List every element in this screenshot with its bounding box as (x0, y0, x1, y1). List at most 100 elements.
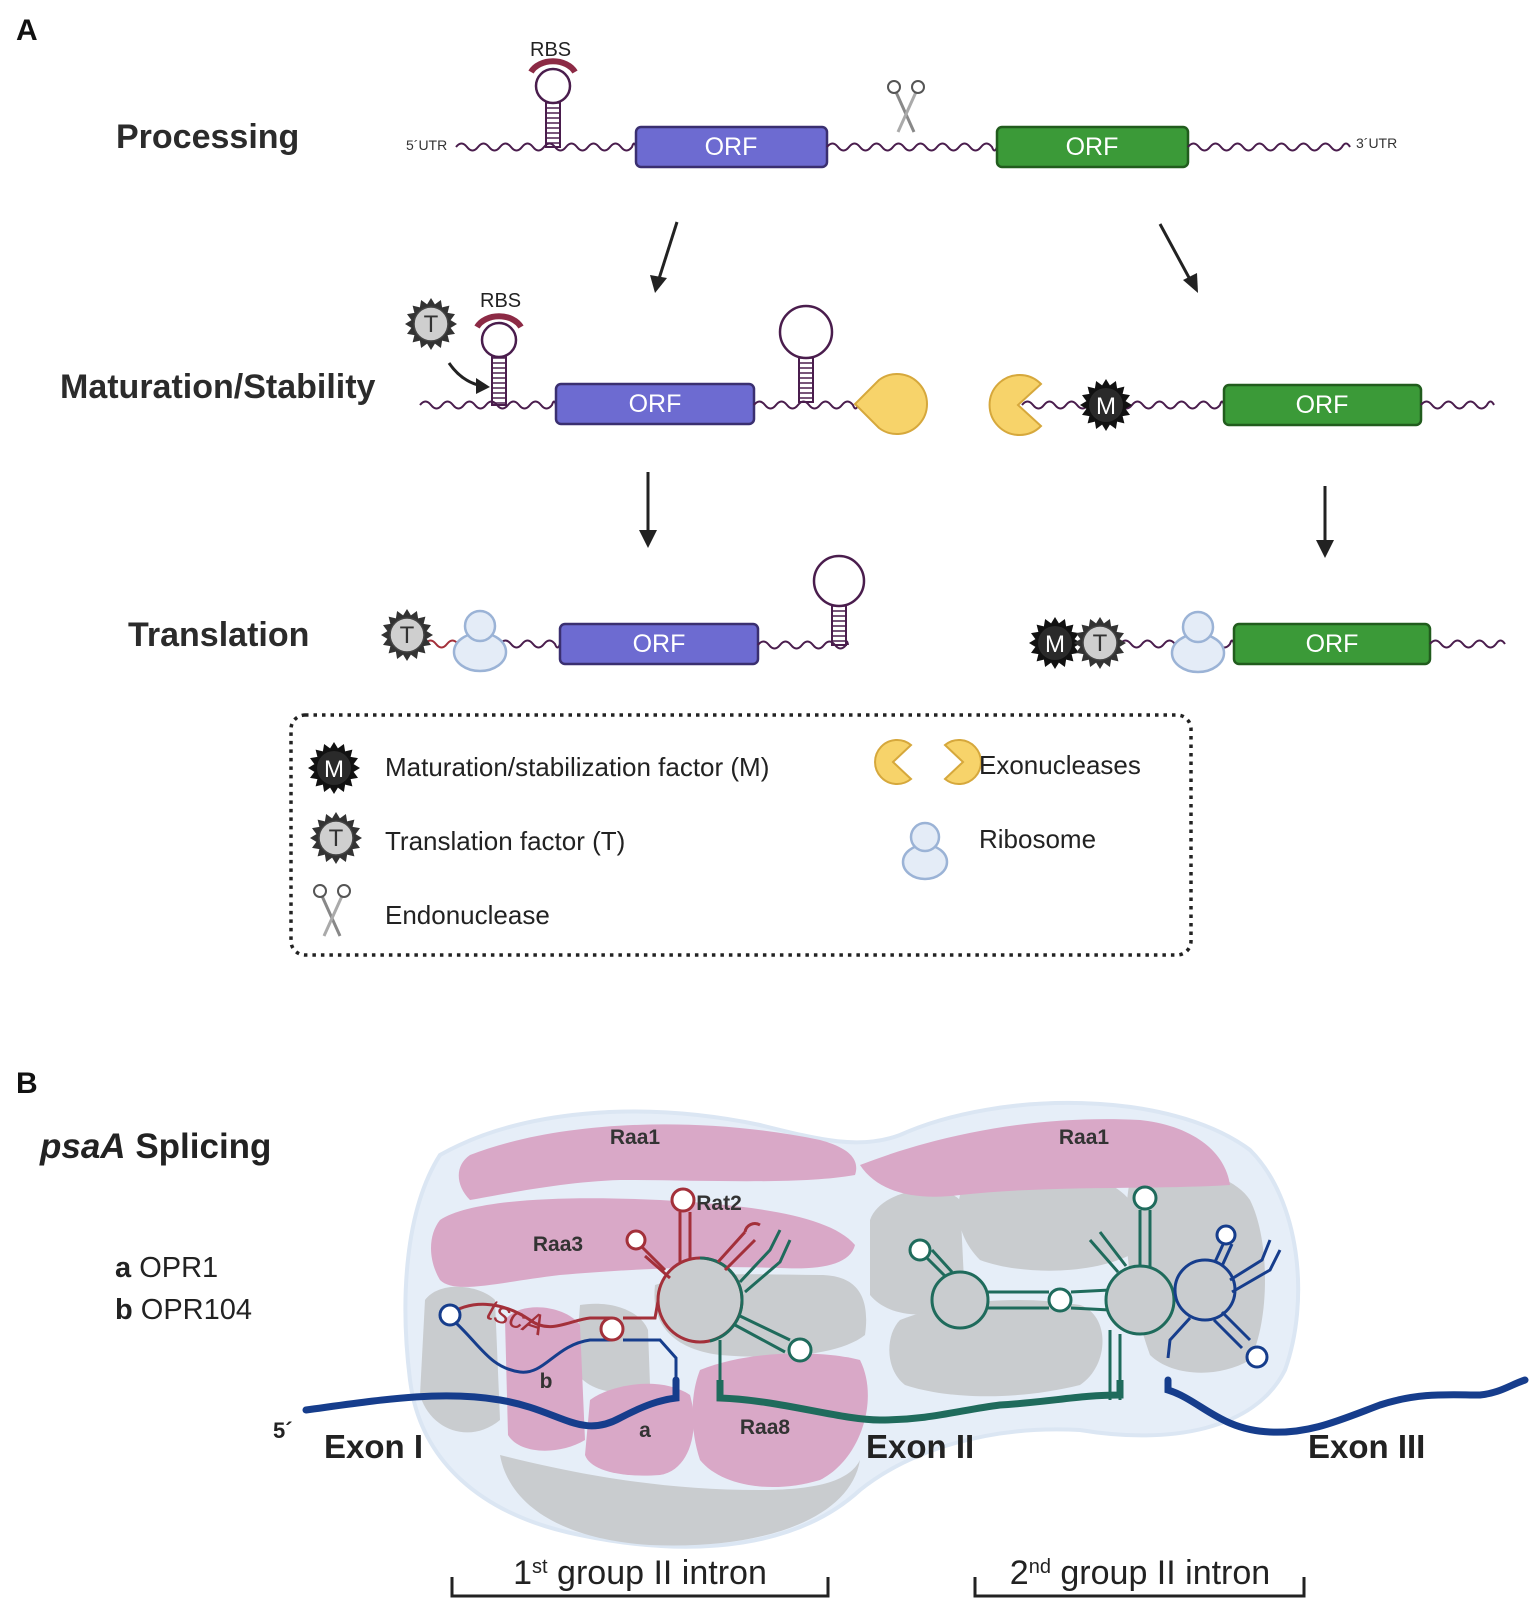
legend-translation-label: Translation factor (T) (385, 826, 625, 856)
legend-border (289, 713, 1193, 957)
rna-wave (1187, 142, 1351, 152)
translation-right-transcript: M T ORF (1029, 610, 1506, 674)
opr-b-key: b (115, 1294, 133, 1326)
panel-b-letter: B (16, 1067, 38, 1100)
exonuclease-icon (874, 739, 913, 785)
legend-maturation-label: Maturation/stabilization factor (M) (385, 752, 769, 782)
intron1-bracket: 1st group II intron (450, 1554, 830, 1598)
factor-m-label: M (1096, 393, 1116, 420)
exonuclease-icon (853, 373, 928, 435)
processing-transcript: 5´UTR RBS ORF ORF 3´UTR (406, 39, 1397, 169)
factor-m-label: M (324, 756, 344, 783)
exon1-label: Exon I (324, 1428, 423, 1465)
arrow-icon (650, 221, 679, 293)
maturation-factor-icon: M (1029, 617, 1081, 669)
opr1-region-label: a (639, 1419, 651, 1442)
factor-m-label: M (1045, 631, 1065, 658)
factor-t-label: T (424, 311, 439, 338)
orf-label: ORF (1066, 133, 1119, 161)
stage-processing-title: Processing (116, 118, 299, 156)
rna-wave (1021, 400, 1225, 410)
intron1-text: group II intron (548, 1554, 767, 1592)
terminator-stem-loop (812, 554, 866, 646)
rna-wave (1429, 639, 1506, 649)
orf-label: ORF (705, 133, 758, 161)
scissors-icon (887, 80, 925, 133)
opr1-protein (585, 1383, 694, 1476)
protein-blob (889, 1300, 1103, 1397)
maturation-left-transcript: T RBS ORF (405, 290, 928, 435)
translation-factor-icon: T (381, 609, 433, 661)
translation-factor-icon: T (1074, 617, 1126, 669)
ribosome-icon (901, 821, 949, 881)
tsca-loop (438, 1303, 462, 1327)
legend: M Maturation/stabilization factor (M) T … (289, 713, 1193, 957)
rna-wave (753, 400, 859, 410)
orf-label: ORF (1306, 630, 1359, 658)
translation-factor-icon: T (310, 812, 362, 864)
maturation-factor-icon: M (308, 742, 360, 794)
raa1-left-label: Raa1 (610, 1126, 661, 1149)
intron2-number: 2 (1010, 1554, 1029, 1592)
arrow-icon (639, 472, 657, 548)
rna-wave (1420, 400, 1495, 410)
orf-label: ORF (1296, 391, 1349, 419)
rna-wave (419, 400, 557, 410)
opr-a-legend: a OPR1 (115, 1252, 218, 1284)
maturation-right-transcript: M ORF (988, 374, 1495, 436)
utr5-label: 5´UTR (406, 137, 447, 153)
arrow-icon (1316, 486, 1334, 558)
binding-arrow-head-icon (476, 378, 490, 394)
factor-t-label: T (1093, 630, 1108, 657)
intron2-bracket: 2nd group II intron (973, 1554, 1306, 1598)
exon1-strand (302, 1376, 680, 1430)
legend-ribosome-label: Ribosome (979, 824, 1096, 854)
orf-label: ORF (633, 630, 686, 658)
scissors-icon (313, 884, 351, 937)
translation-factor-icon: T (405, 298, 457, 350)
exon3-label: Exon III (1308, 1428, 1425, 1465)
rna-wave (757, 640, 849, 650)
terminator-stem-loop (778, 304, 834, 403)
exon3-strand (1164, 1376, 1529, 1436)
factor-t-label: T (400, 622, 415, 649)
rna-wave (499, 639, 561, 649)
rna-bulge (599, 1316, 625, 1342)
rbs-stem-loop (474, 313, 524, 406)
orf-label: ORF (629, 390, 682, 418)
raa8-label: Raa8 (740, 1416, 791, 1439)
intron2-superscript: nd (1029, 1556, 1051, 1578)
stage-translation-title: Translation (128, 616, 309, 654)
arrow-icon (1158, 223, 1198, 293)
opr-b-name: OPR104 (133, 1294, 252, 1326)
translation-left-transcript: T ORF (381, 554, 866, 673)
splicing-complex: Raa1 Raa1 Raa3 Rat2 b a Raa8 (302, 1100, 1529, 1549)
opr104-region-label: b (540, 1370, 553, 1393)
factor-t-label: T (329, 825, 344, 852)
exon2-strand (716, 1380, 1124, 1424)
ribosome-icon (452, 609, 508, 673)
intron1-number: 1 (513, 1554, 532, 1592)
intron1-rna (438, 1187, 813, 1395)
rat2-label: Rat2 (696, 1192, 742, 1215)
opr-b-legend: b OPR104 (115, 1294, 252, 1326)
intron1-superscript: st (532, 1556, 548, 1578)
stage-maturation-title: Maturation/Stability (60, 368, 376, 406)
panel-b-title-gene: psaA (39, 1127, 126, 1166)
rna-wave (826, 142, 998, 152)
rbs-stem-loop (528, 58, 578, 148)
panel-b-title-rest: Splicing (126, 1127, 272, 1166)
exon2-label: Exon II (866, 1428, 974, 1465)
protein-blob (500, 1455, 860, 1546)
intron-5prime-rna (453, 1320, 612, 1374)
panel-a-letter: A (16, 14, 38, 47)
rbs-label: RBS (480, 290, 521, 312)
protein-blob (575, 1303, 650, 1393)
raa1-left-protein (458, 1124, 857, 1200)
raa8-protein (692, 1353, 868, 1488)
rbs-label: RBS (530, 39, 571, 61)
raa1-right-protein (860, 1119, 1230, 1197)
exonuclease-icon (988, 374, 1043, 436)
intron2-label: 2nd group II intron (1010, 1554, 1270, 1592)
opr104-protein (505, 1307, 585, 1451)
